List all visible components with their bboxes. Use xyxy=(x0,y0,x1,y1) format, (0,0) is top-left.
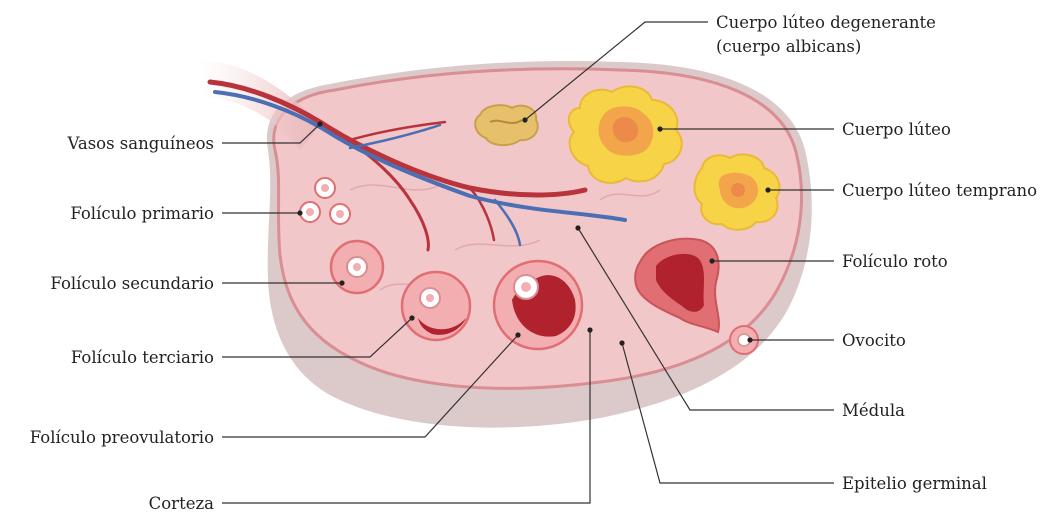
secondary-follicle xyxy=(331,241,383,293)
label-foliculo-secundario: Folículo secundario xyxy=(50,274,214,293)
label-medula: Médula xyxy=(842,401,905,420)
label-cuerpo-luteo-degenerante: Cuerpo lúteo degenerante xyxy=(716,13,936,32)
label-foliculo-terciario: Folículo terciario xyxy=(71,348,214,367)
label-epitelio-germinal: Epitelio germinal xyxy=(842,474,987,493)
label-vasos-sanguineos: Vasos sanguíneos xyxy=(66,134,214,153)
label-cuerpo-luteo-temprano: Cuerpo lúteo temprano xyxy=(842,181,1037,200)
label-corteza: Corteza xyxy=(149,494,215,512)
label-foliculo-roto: Folículo roto xyxy=(842,252,948,271)
label-ovocito: Ovocito xyxy=(842,331,906,350)
label-foliculo-primario: Folículo primario xyxy=(70,204,214,223)
label-foliculo-preovulatorio: Folículo preovulatorio xyxy=(30,428,214,447)
label-cuerpo-luteo: Cuerpo lúteo xyxy=(842,120,951,139)
preovulatory-follicle xyxy=(494,261,582,349)
label-cuerpo-albicans: (cuerpo albicans) xyxy=(716,37,861,56)
tertiary-follicle xyxy=(402,272,470,340)
